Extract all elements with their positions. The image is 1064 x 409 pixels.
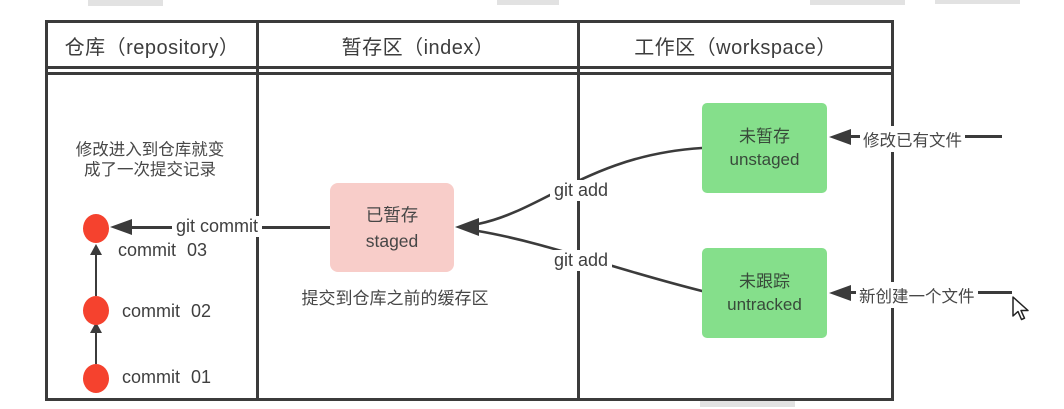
up-arrowhead-icon [90,322,102,333]
untracked-box-subtitle: untracked [727,295,802,314]
git-add-upper-label: git add [550,180,613,201]
staged-box-title: 已暂存 [365,204,419,225]
left-arrowhead-icon [829,129,851,145]
new-file-label: 新创建一个文件 [856,282,978,308]
unstaged-box: 未暂存 unstaged [702,103,827,193]
modify-existing-label: 修改已有文件 [860,126,965,152]
repository-note-line1: 修改进入到仓库就变 [75,141,225,159]
staged-box: 已暂存 staged [330,183,454,272]
header-separator-line [45,72,894,75]
mouse-cursor-icon [1012,296,1029,321]
outer-frame [45,20,894,401]
unstaged-box-title: 未暂存 [739,127,790,146]
top-artifact [935,0,1020,4]
staged-caption: 提交到仓库之前的缓存区 [301,289,489,308]
header-separator-line [45,66,894,69]
left-arrowhead-icon [829,285,851,301]
commit-connector-line [95,254,97,296]
unstaged-box-subtitle: unstaged [729,150,800,169]
top-artifact [88,0,163,6]
left-arrowhead-icon [455,218,479,236]
untracked-box: 未跟踪 untracked [702,248,827,338]
commit-dot-02 [83,296,109,325]
git-commit-label: git commit [172,216,263,237]
repository-column-header: 仓库（repository） [64,37,240,59]
workspace-column-header: 工作区（workspace） [634,37,837,59]
column-divider-index-workspace [577,23,580,398]
left-arrowhead-icon [110,219,132,235]
index-column-header: 暂存区（index） [341,37,495,59]
commit-label-02: commit 02 [122,301,212,321]
commit-connector-line [95,332,97,364]
top-artifact [497,0,559,5]
commit-dot-03 [83,214,109,243]
commit-label-01: commit 01 [122,367,212,387]
repository-note-line2: 成了一次提交记录 [84,161,216,179]
repository-note: 修改进入到仓库就变 成了一次提交记录 [55,140,245,180]
bottom-artifact [700,401,795,407]
top-artifact [810,0,905,5]
up-arrowhead-icon [90,244,102,255]
commit-dot-01 [83,364,109,393]
staged-box-subtitle: staged [365,230,419,251]
untracked-box-title: 未跟踪 [739,272,790,291]
column-divider-repository-index [256,23,259,398]
commit-label-03: commit 03 [118,240,208,260]
git-add-lower-label: git add [550,250,613,271]
